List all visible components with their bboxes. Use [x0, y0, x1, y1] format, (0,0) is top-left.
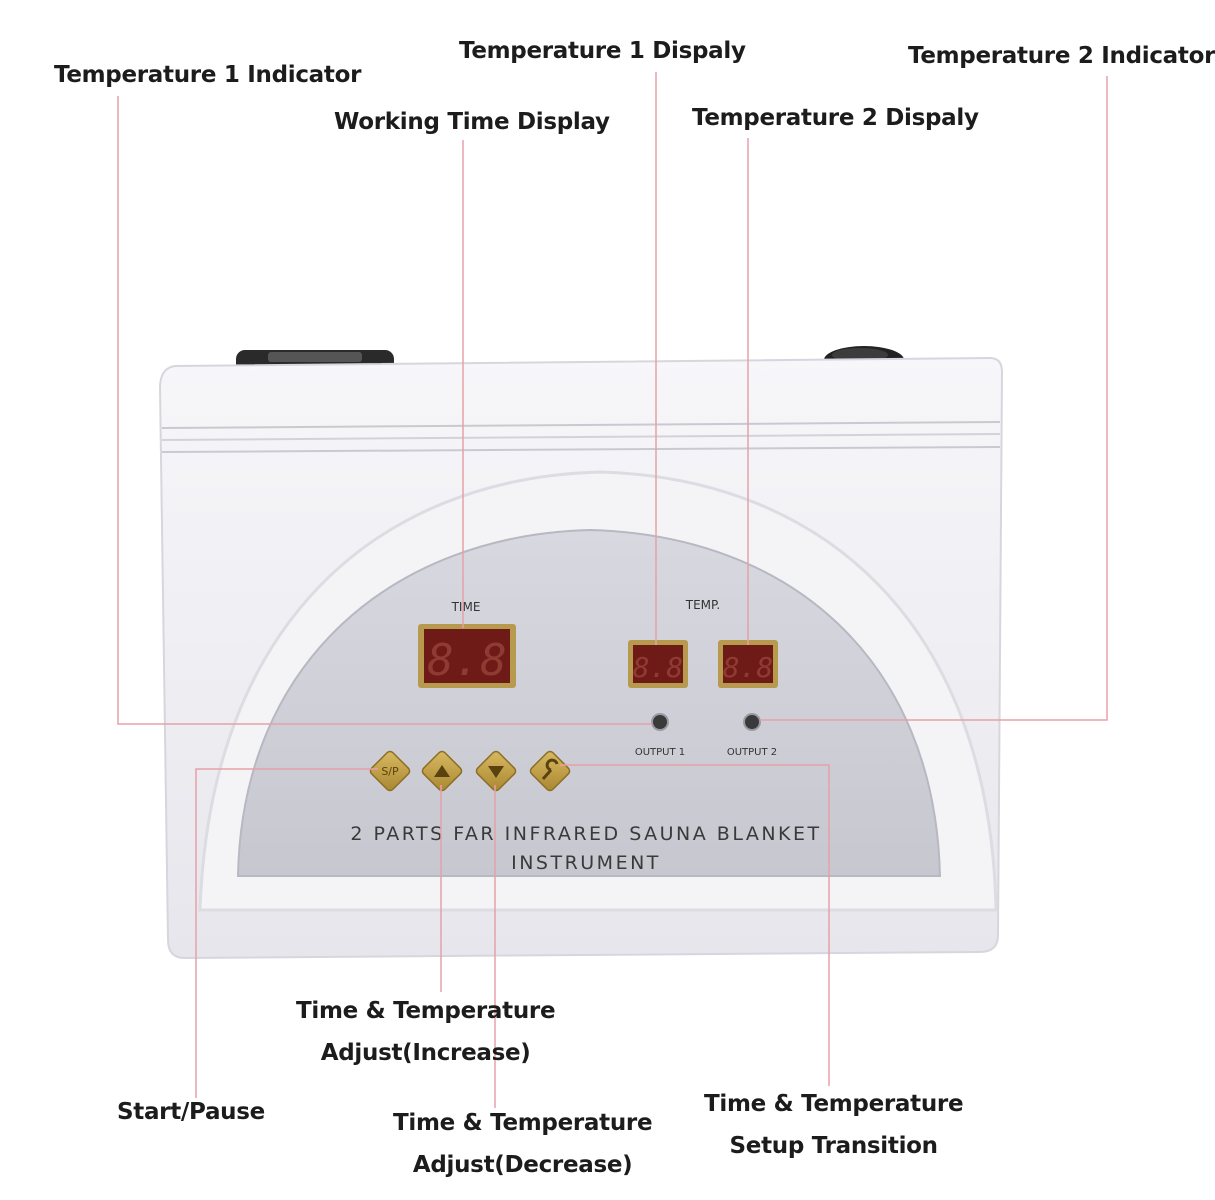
output1-indicator-led — [651, 713, 669, 731]
temp2-display-callout: Temperature 2 Dispaly — [692, 105, 979, 131]
output2-label: OUTPUT 2 — [727, 747, 777, 758]
temp1-display: 8.8 — [628, 640, 688, 688]
decrease-callout: Time & Temperature Adjust(Decrease) — [393, 1102, 653, 1186]
down-arrow-icon — [488, 766, 504, 778]
setup-transition-callout: Time & Temperature Setup Transition — [704, 1083, 964, 1167]
svg-text:8.8: 8.8 — [723, 651, 774, 684]
temp-label: TEMP. — [685, 598, 720, 612]
svg-text:8.8: 8.8 — [427, 635, 506, 686]
setup-callout-line1: Time & Temperature — [704, 1091, 964, 1117]
temp1-indicator-callout: Temperature 1 Indicator — [54, 62, 362, 88]
temp1-display-callout: Temperature 1 Dispaly — [459, 38, 746, 64]
start-pause-callout: Start/Pause — [117, 1099, 265, 1125]
leader-start-pause — [195, 768, 378, 1098]
increase-callout: Time & Temperature Adjust(Increase) — [296, 990, 556, 1074]
temp2-display: 8.8 — [718, 640, 778, 688]
svg-text:8.8: 8.8 — [633, 651, 684, 684]
time-label: TIME — [451, 600, 481, 614]
setup-callout-line2: Setup Transition — [729, 1133, 939, 1159]
time-display: 8.8 — [418, 624, 516, 688]
decrease-callout-line1: Time & Temperature — [393, 1110, 653, 1136]
start-pause-button-label: S/P — [381, 765, 399, 778]
wrench-icon — [541, 758, 559, 780]
working-time-callout: Working Time Display — [334, 109, 610, 135]
up-arrow-icon — [434, 765, 450, 777]
start-pause-button[interactable]: S/P — [369, 750, 411, 792]
panel-title-line2: INSTRUMENT — [511, 852, 661, 874]
leader-lines — [117, 72, 1108, 1108]
leader-setup-transition — [560, 764, 830, 1086]
increase-callout-line2: Adjust(Increase) — [320, 1040, 531, 1066]
output2-indicator-led — [743, 713, 761, 731]
panel-title-line1: 2 PARTS FAR INFRARED SAUNA BLANKET — [350, 823, 821, 845]
output1-label: OUTPUT 1 — [635, 747, 685, 758]
decrease-callout-line2: Adjust(Decrease) — [412, 1152, 633, 1178]
temp2-indicator-callout: Temperature 2 Indicator — [908, 43, 1215, 69]
leader-temp1-indicator — [117, 96, 652, 725]
leader-temp2-indicator — [760, 76, 1108, 721]
decrease-button[interactable] — [475, 750, 517, 792]
control-panel — [236, 528, 942, 877]
increase-callout-line1: Time & Temperature — [296, 998, 556, 1024]
setup-transition-button[interactable] — [529, 750, 571, 792]
increase-button[interactable] — [421, 750, 463, 792]
